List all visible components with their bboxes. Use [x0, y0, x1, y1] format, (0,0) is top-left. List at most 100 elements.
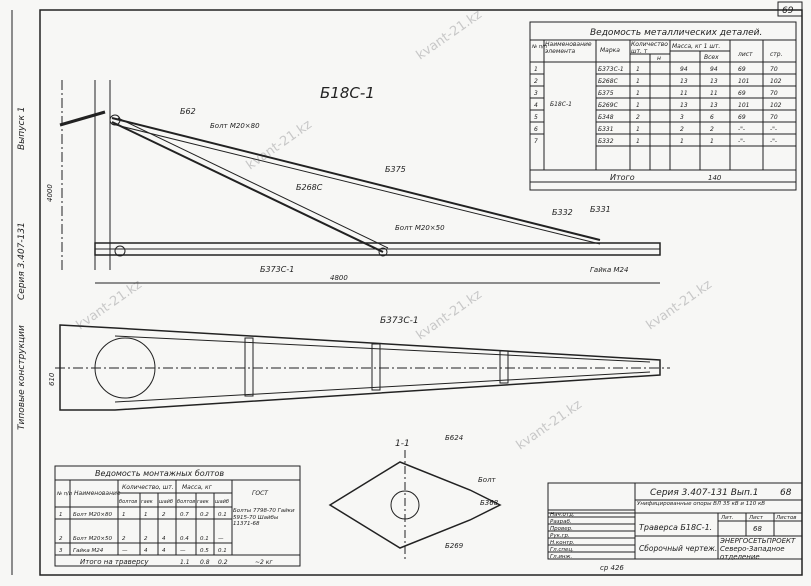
header: Масса, кг: [182, 484, 213, 491]
project-name: Унифицированные опоры ВЛ 35 кВ и 110 кВ: [637, 501, 766, 507]
sheet-frame: [39, 9, 803, 576]
table-cell: 94: [680, 66, 688, 73]
header: Масса, кг 1 шт.: [672, 43, 720, 50]
table-cell: Б268С: [598, 78, 619, 85]
header: гаек: [197, 499, 209, 505]
table-cell: Б373С-1: [598, 66, 624, 73]
table-cell: 101: [738, 102, 749, 109]
table-cell: 0.2: [200, 512, 209, 518]
sheet-col-label: Лист: [748, 515, 764, 521]
row-number: 6: [534, 126, 538, 133]
part-label: Б331: [590, 205, 611, 214]
part-label: Б624: [445, 434, 463, 442]
table-cell: 1: [710, 138, 714, 145]
table-cell: 11: [710, 90, 718, 97]
table-cell: 2: [122, 536, 126, 542]
table-cell: 70: [770, 90, 778, 97]
sheets-col-label: Листов: [775, 515, 797, 521]
table-cell: 4: [162, 536, 166, 542]
quantity-header: Количество шт. т: [631, 41, 668, 55]
row-number: 2: [534, 78, 538, 85]
part-label: Б368: [480, 499, 499, 507]
header: Количество, шт.: [122, 484, 174, 491]
header: шайб: [159, 499, 173, 505]
table-cell: 0.1: [218, 512, 227, 518]
table-cell: 3: [680, 114, 684, 121]
table-cell: 1: [636, 90, 640, 97]
header: Марка: [600, 47, 620, 54]
part-label: Б62: [180, 107, 196, 116]
element-name-header: Наименование элемента: [545, 41, 592, 55]
table-cell: 0.1: [218, 548, 227, 554]
part-label: Б332: [552, 208, 573, 217]
sheet-number-box: [777, 1, 803, 17]
header: стр.: [770, 51, 783, 58]
watermark: kvant-21.kz: [74, 277, 145, 333]
table-cell: Гайка М24: [73, 548, 104, 554]
table-cell: 13: [680, 78, 688, 85]
table-cell: -"-: [738, 138, 745, 145]
watermark: kvant-21.kz: [644, 277, 715, 333]
table-cell: 13: [710, 78, 718, 85]
part-label: Гайка М24: [590, 266, 628, 274]
table-cell: 1: [59, 512, 63, 518]
table-cell: 0.1: [200, 536, 209, 542]
sheet-label: 68: [780, 488, 792, 498]
part-label: Болт М20×50: [395, 224, 445, 232]
plan-view: Б373С-1 610: [48, 316, 670, 411]
header: Всех: [704, 54, 719, 61]
view-title: Б373С-1: [380, 316, 419, 326]
main-view: Б18С-1 4800 4000 Б62 Болт М20×80 Б375 Б2…: [46, 80, 661, 284]
header: болтов: [177, 499, 195, 505]
header: № п/п: [56, 491, 73, 497]
table-cell: 2: [144, 536, 148, 542]
table-cell: Б269С: [598, 102, 619, 109]
series-label: Серия 3.407-131 Вып.1: [650, 488, 758, 498]
table-cell: 2: [636, 114, 640, 121]
drawing-type: Сборочный чертеж.: [639, 544, 717, 553]
table-title: Ведомость монтажных болтов: [95, 469, 224, 478]
section-view: 1-1 Б624 Болт Б368 Б269: [328, 434, 502, 560]
total-value: 1.1: [180, 559, 190, 566]
table-cell: 1: [144, 512, 148, 518]
table-cell: 1: [636, 102, 640, 109]
strut-b268: [111, 121, 384, 253]
side-label: Выпуск 1: [17, 107, 27, 150]
table-cell: 13: [710, 102, 718, 109]
dimension-label: 4000: [46, 184, 54, 202]
table-cell: 2: [710, 126, 714, 133]
watermark: kvant-21.kz: [514, 397, 585, 453]
total-value: ~2 кг: [255, 559, 273, 566]
table-cell: 102: [770, 102, 782, 109]
table-cell: 70: [770, 114, 778, 121]
role-label: Провер.: [550, 526, 573, 532]
header: лист: [737, 51, 753, 58]
table-cell: 69: [738, 66, 746, 73]
part-label: Болт М20×80: [210, 122, 260, 130]
header: гаек: [141, 499, 153, 505]
header: № п/п: [531, 44, 548, 50]
table-cell: 69: [738, 114, 746, 121]
view-title: Б18С-1: [320, 84, 375, 102]
table-cell: 1: [636, 78, 640, 85]
table-cell: 1: [122, 512, 126, 518]
table-cell: -"-: [770, 126, 777, 133]
role-label: Гл.спец.: [550, 547, 574, 553]
table-cell: 94: [710, 66, 718, 73]
part-label: Болт: [478, 476, 497, 484]
table-cell: 13: [680, 102, 688, 109]
table-cell: Б332: [598, 138, 614, 145]
total-value: 0.2: [218, 559, 228, 566]
dimension-label: 610: [48, 372, 56, 386]
table-cell: —: [122, 548, 128, 554]
row-number: 7: [534, 138, 538, 145]
table-cell: 6: [710, 114, 714, 121]
table-cell: 0.5: [200, 548, 209, 554]
organization: ЭНЕРГОСЕТЬПРОЕКТ Северо-Западное отделен…: [720, 537, 796, 561]
table-cell: Болт М20×50: [73, 536, 112, 542]
table-title: Ведомость металлических деталей.: [590, 28, 762, 38]
part-label: Б373С-1: [260, 265, 294, 274]
row-number: 3: [534, 90, 538, 97]
